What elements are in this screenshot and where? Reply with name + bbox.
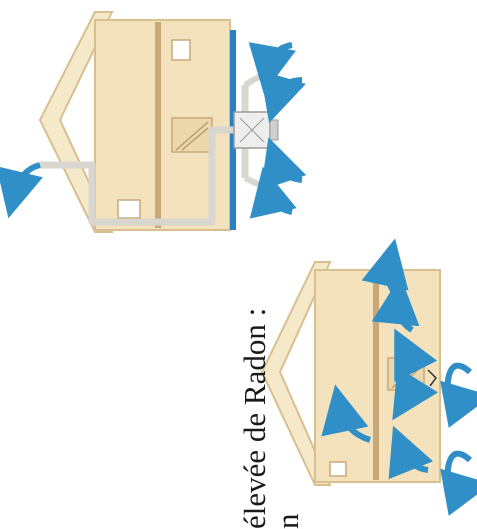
airflow-arrow-icon [448,454,470,489]
airflow-arrow-icon [276,160,302,180]
window [330,462,346,476]
caption-line-1: élevée de Radon : [238,229,271,529]
airflow-arrow-icon [268,45,292,70]
airflow-arrow-icon [276,80,302,100]
caption-line-2: n [271,229,304,529]
airflow-arrow-icon [268,190,292,212]
caption: élevée de Radon : n [238,229,296,529]
extraction-fan-icon [234,112,278,148]
door [118,200,140,218]
airflow-arrow-icon [14,165,40,195]
airflow-arrow-icon [448,366,470,401]
window [172,40,190,60]
house-with-radon-extraction-icon [14,12,302,232]
